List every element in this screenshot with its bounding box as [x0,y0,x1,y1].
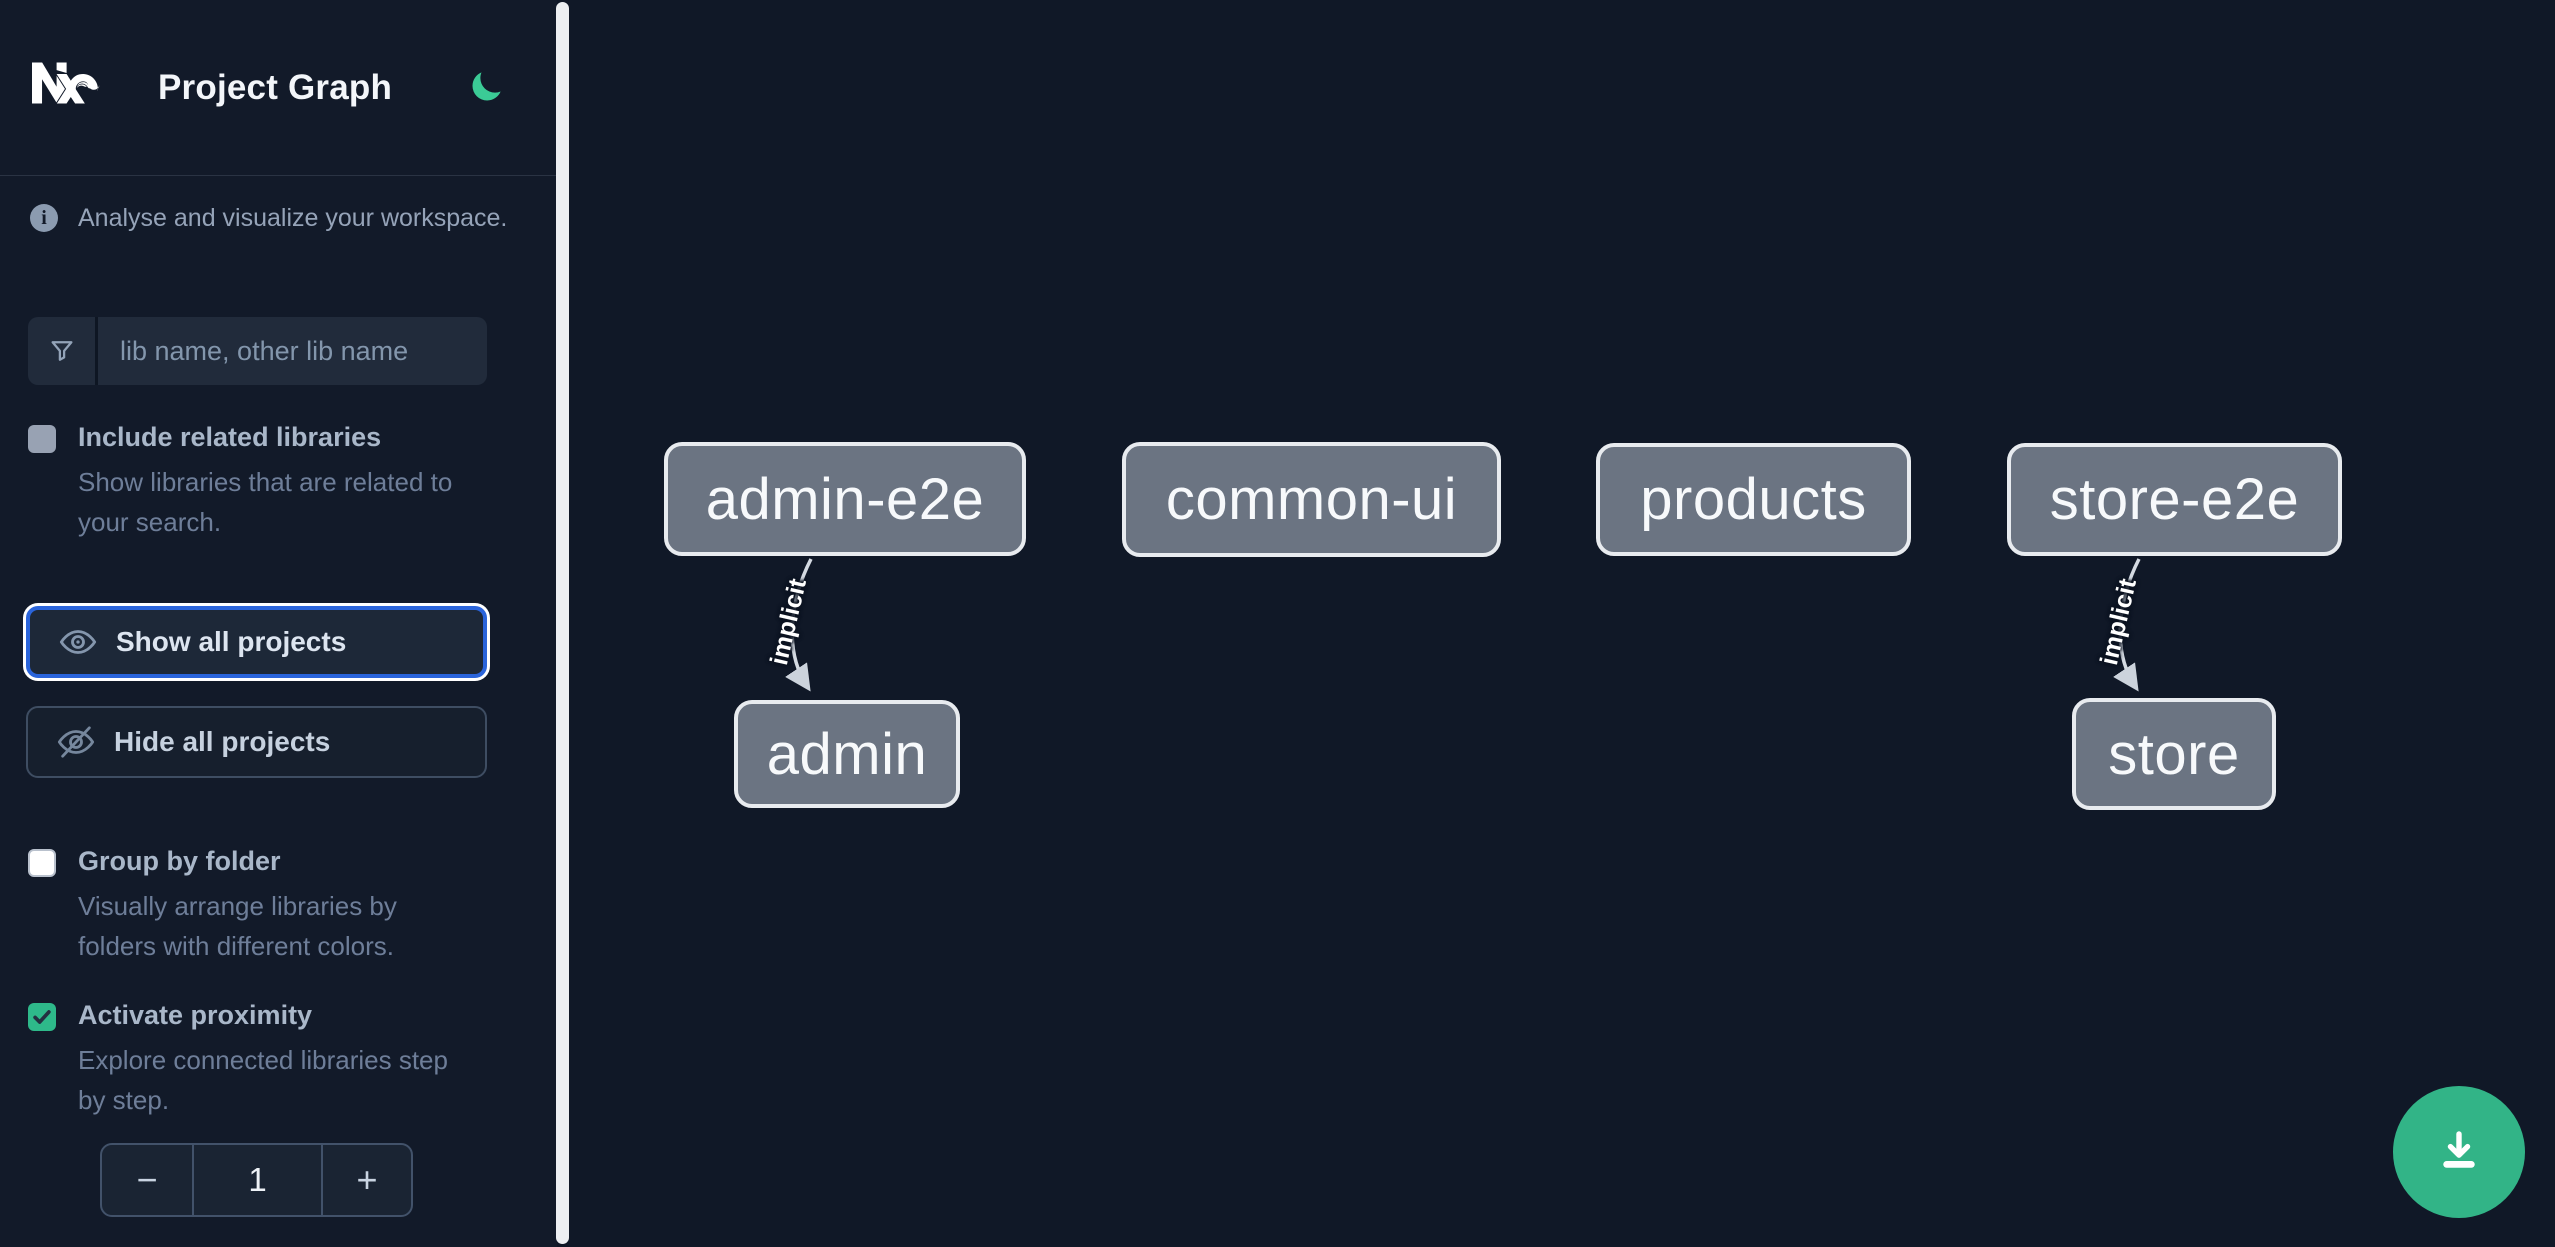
group-by-folder-checkbox[interactable] [28,849,56,877]
group-by-folder-description: Visually arrange libraries by folders wi… [78,891,397,961]
project-node-store-e2e[interactable]: store-e2e [2007,443,2342,556]
project-node-admin[interactable]: admin [734,700,960,808]
download-graph-button[interactable] [2393,1086,2525,1218]
hide-all-projects-label: Hide all projects [114,726,331,757]
page-title: Project Graph [158,68,393,107]
project-node-store[interactable]: store [2072,698,2276,810]
project-node-common-ui[interactable]: common-ui [1122,442,1501,557]
edge-store-e2e-store [2113,558,2141,692]
activate-proximity-label: Activate proximity [78,1000,313,1030]
hide-all-projects-button[interactable]: Hide all projects [26,706,487,778]
activate-proximity-checkbox[interactable] [28,1003,56,1031]
show-all-projects-button[interactable]: Show all projects [26,606,487,678]
group-by-folder-label: Group by folder [78,846,281,876]
filter-icon [28,317,98,385]
edge-admin-e2e-admin [785,558,813,692]
include-related-checkbox[interactable] [28,425,56,453]
decrement-button[interactable]: − [102,1145,194,1215]
header-divider [0,175,557,176]
increment-button[interactable]: + [321,1145,411,1215]
sidebar: Project Graph i Analyse and visualize yo… [0,0,557,1247]
activate-proximity-description: Explore connected libraries step by step… [78,1045,448,1115]
search-input[interactable] [98,317,487,385]
eye-slash-icon [56,722,96,762]
search-bar [28,317,487,385]
graph-canvas[interactable]: implicit implicit admin-e2e common-ui pr… [569,0,2555,1247]
proximity-depth-value: 1 [248,1161,267,1198]
info-icon: i [30,204,58,232]
proximity-depth-stepper: − 1 + [100,1143,413,1217]
intro-text: Analyse and visualize your workspace. [78,204,508,232]
download-icon [2443,1131,2475,1168]
theme-toggle-moon-icon[interactable] [468,69,504,105]
check-icon [33,1010,51,1024]
nx-logo-icon [22,50,108,116]
eye-icon [58,622,98,662]
project-node-products[interactable]: products [1596,443,1911,556]
include-related-description: Show libraries that are related to your … [78,467,453,537]
project-node-admin-e2e[interactable]: admin-e2e [664,442,1026,556]
include-related-label: Include related libraries [78,422,382,452]
graph-edges [785,558,2141,692]
sidebar-scrollbar[interactable] [556,2,569,1244]
show-all-projects-label: Show all projects [116,626,347,657]
